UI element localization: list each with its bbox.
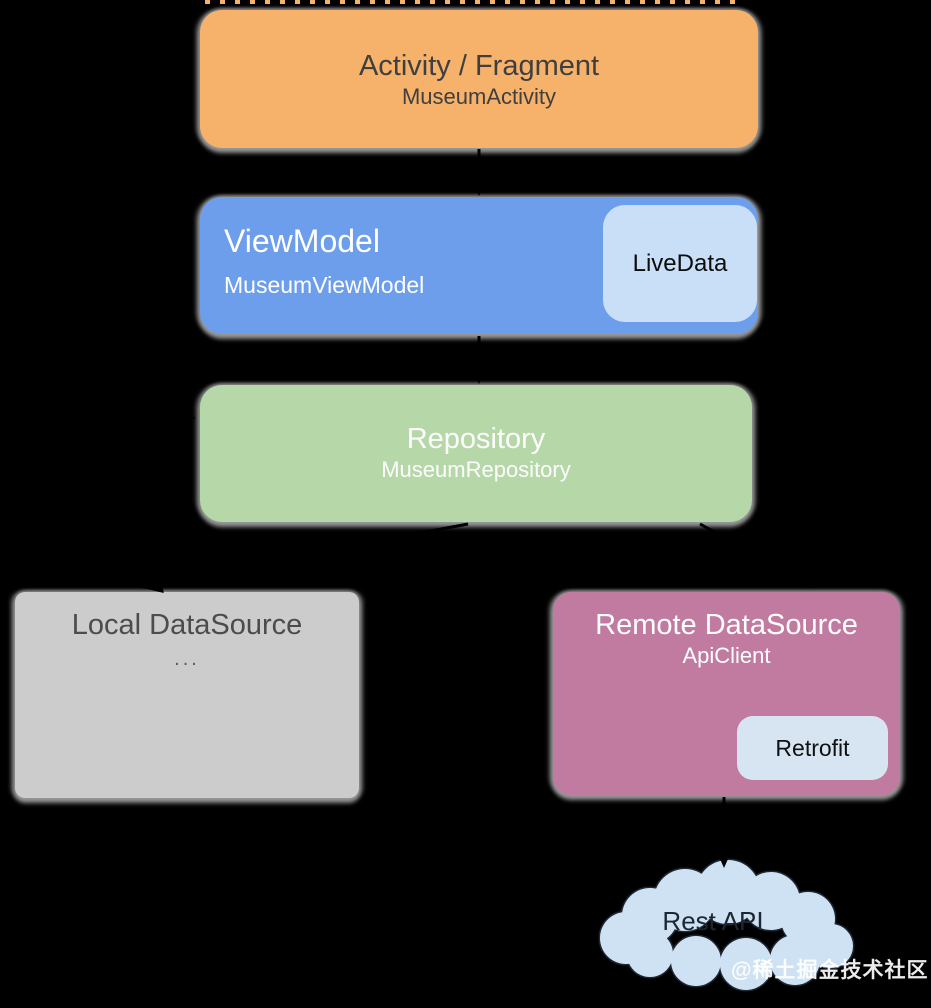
activity-fragment-subtitle: MuseumActivity	[401, 83, 557, 109]
local-datasource-title: Local DataSource	[71, 609, 303, 641]
watermark: @稀土掘金技术社区	[731, 959, 929, 982]
arrow-repository-to-remote	[699, 522, 816, 588]
repository-subtitle: MuseumRepository	[381, 457, 571, 483]
activity-fragment-title: Activity / Fragment	[358, 49, 600, 82]
activity-fragment-box: Activity / Fragment MuseumActivity	[200, 10, 758, 148]
local-datasource-box: Local DataSource ...	[15, 592, 359, 798]
repository-title: Repository	[406, 423, 546, 456]
remote-datasource-subtitle: ApiClient	[682, 643, 771, 669]
repository-box: Repository MuseumRepository	[200, 385, 752, 522]
livedata-label: LiveData	[632, 249, 728, 277]
livedata-box: LiveData	[603, 205, 757, 322]
cloud-shape-icon	[598, 858, 855, 992]
viewmodel-title: ViewModel	[224, 223, 380, 259]
rest-api-cloud: Rest API	[588, 858, 868, 996]
remote-datasource-title: Remote DataSource	[595, 609, 858, 641]
rest-api-label: Rest API	[662, 906, 764, 936]
retrofit-box: Retrofit	[737, 716, 888, 780]
viewmodel-subtitle: MuseumViewModel	[224, 272, 425, 298]
arrow-repository-to-local	[135, 522, 469, 593]
retrofit-label: Retrofit	[775, 734, 850, 761]
local-datasource-ellipsis: ...	[174, 648, 200, 671]
cropped-top-dashed-strip	[205, 0, 740, 4]
